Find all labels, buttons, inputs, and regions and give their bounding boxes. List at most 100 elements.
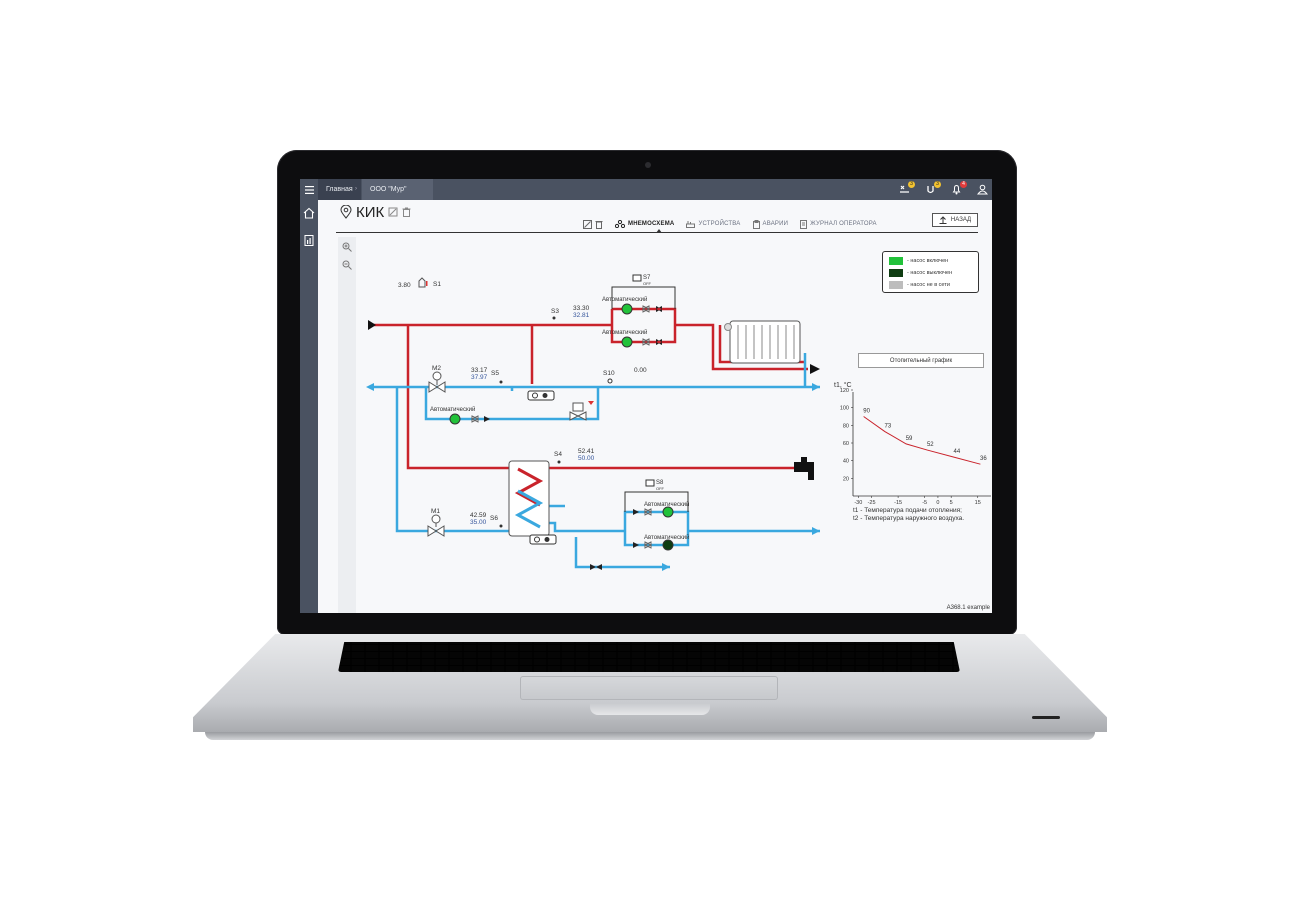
s10-value: 0.00 xyxy=(634,367,647,374)
tab-scheme-label: МНЕМОСХЕМА xyxy=(628,221,675,227)
devices-icon xyxy=(686,221,696,228)
s7-off: OFF xyxy=(643,281,652,286)
tab-alarms[interactable]: АВАРИИ xyxy=(752,219,789,229)
supply-pipes xyxy=(372,307,808,470)
legend-off-label: - насос выключен xyxy=(907,270,953,276)
heating-schedule-button[interactable]: Отопительный график xyxy=(858,353,984,368)
edit-icon[interactable] xyxy=(388,207,398,217)
pump-group-s7: S7 OFF Автоматический Автоматический xyxy=(602,274,676,348)
tab-bar: МНЕМОСХЕМА УСТРОЙСТВА АВАРИИ ЖУРНАЛ ОПЕР… xyxy=(583,217,877,231)
keyboard xyxy=(338,642,960,672)
chart-ylabel: t1, °C xyxy=(834,381,852,389)
home-icon[interactable] xyxy=(303,206,315,219)
chart-xtick-label: -5 xyxy=(922,500,927,506)
pump-3-icon xyxy=(449,413,461,425)
tasks-icon[interactable]: 3 xyxy=(898,180,915,196)
s4-value-1: 52.41 xyxy=(578,448,595,455)
chart-xtick-label: 15 xyxy=(975,500,981,506)
user-icon[interactable] xyxy=(976,184,988,196)
delete-icon[interactable] xyxy=(402,207,411,217)
webcam xyxy=(645,162,651,168)
tab-tools[interactable] xyxy=(583,219,603,229)
chart-xtick-label: 5 xyxy=(950,500,953,506)
thermometer-icon xyxy=(426,281,428,286)
pump4-mode: Автоматический xyxy=(644,501,689,508)
legend-offline-label: - насос не в сети xyxy=(907,282,950,288)
heat-exchanger xyxy=(508,460,550,537)
outdoor-temp-value: 3.80 xyxy=(398,282,411,289)
s4-label: S4 xyxy=(554,451,562,458)
status-led xyxy=(1032,716,1060,719)
s6-value-2: 35.00 xyxy=(470,519,487,526)
edit-scheme-icon[interactable] xyxy=(583,219,592,229)
chart-xtick-label: -30 xyxy=(854,500,862,506)
s8-off: OFF xyxy=(656,486,665,491)
supply-arrows xyxy=(368,320,820,374)
menu-icon[interactable] xyxy=(300,179,318,200)
tab-devices[interactable]: УСТРОЙСТВА xyxy=(686,220,740,228)
s3-value-2: 32.81 xyxy=(573,312,590,319)
breadcrumb-company[interactable]: ООО "Мур" xyxy=(362,179,433,200)
tool-column xyxy=(338,237,356,613)
s6-value-1: 42.59 xyxy=(470,512,487,519)
bell-icon[interactable]: 4 xyxy=(950,180,967,196)
chart-ytick-label: 60 xyxy=(843,441,849,447)
pump-group-s8: S8 OFF Автоматический Автоматический xyxy=(590,479,689,570)
pump-4-icon xyxy=(662,506,674,518)
bell-badge: 4 xyxy=(960,180,967,188)
legend-swatch-offline xyxy=(889,281,903,289)
m2-label: M2 xyxy=(432,365,441,372)
toolbar-icons: 3 3 4 xyxy=(898,179,988,200)
alerts-badge: 3 xyxy=(934,180,941,188)
pump-group-left: Автоматический xyxy=(430,401,594,425)
scheme-icon xyxy=(615,220,625,228)
s10-label: S10 xyxy=(603,370,615,377)
s5-label: S5 xyxy=(491,370,499,377)
s5-value-1: 33.17 xyxy=(471,367,488,374)
back-button[interactable]: НАЗАД xyxy=(932,213,978,227)
alarms-icon xyxy=(752,219,760,229)
tab-devices-label: УСТРОЙСТВА xyxy=(698,221,741,227)
footer-version: А368.1 example xyxy=(946,605,990,611)
chart-series-line xyxy=(863,416,981,465)
s8-label: S8 xyxy=(656,480,664,486)
zoom-out-icon[interactable] xyxy=(342,260,352,270)
back-button-label: НАЗАД xyxy=(950,217,972,223)
chart-xtick-label: -15 xyxy=(894,500,902,506)
legend-off: - насос выключен xyxy=(889,267,972,279)
tab-scheme[interactable]: МНЕМОСХЕМА xyxy=(615,220,674,228)
report-icon[interactable] xyxy=(303,233,315,246)
legend-swatch-on xyxy=(889,257,903,265)
pump-2-icon xyxy=(621,336,633,348)
lid-notch xyxy=(590,703,710,715)
s4-value-2: 50.00 xyxy=(578,455,595,462)
pump1-mode: Автоматический xyxy=(602,296,647,303)
s3-value-1: 33.30 xyxy=(573,305,590,312)
valve-m1: M1 xyxy=(427,508,445,537)
chart-ytick-label: 80 xyxy=(843,423,849,429)
controller-2 xyxy=(529,534,557,545)
alerts-icon[interactable]: 3 xyxy=(924,180,941,196)
chart-data-label: 52 xyxy=(927,442,934,448)
s6-label: S6 xyxy=(490,515,498,522)
chart-ytick-label: 100 xyxy=(840,406,849,412)
pump-5-icon xyxy=(662,539,674,551)
pump3-mode: Автоматический xyxy=(430,406,475,413)
valve-m2: M2 xyxy=(428,365,446,393)
chart-data-label: 73 xyxy=(885,424,892,430)
pump-legend: - насос включен - насос выключен - насос… xyxy=(882,251,979,293)
chart-xtick-label: -25 xyxy=(868,500,876,506)
s5-value-2: 37.97 xyxy=(471,374,488,381)
s7-label: S7 xyxy=(643,275,651,281)
tab-journal[interactable]: ЖУРНАЛ ОПЕРАТОРА xyxy=(800,219,877,229)
zoom-in-icon[interactable] xyxy=(342,242,352,252)
top-bar: Главная › ООО "Мур" 3 3 4 xyxy=(300,179,992,200)
chart-note-2: t2 - Температура наружного воздуха. xyxy=(853,515,964,522)
breadcrumb-home[interactable]: Главная xyxy=(318,179,361,200)
trash-icon[interactable] xyxy=(595,220,603,229)
journal-icon xyxy=(800,219,808,229)
